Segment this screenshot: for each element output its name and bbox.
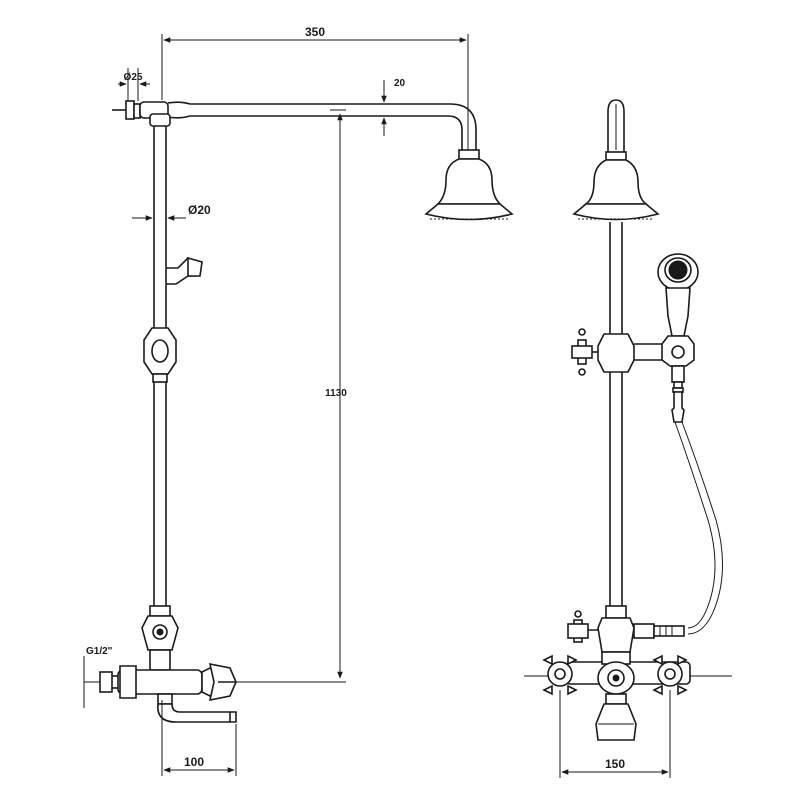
dimension-100: 100	[161, 700, 237, 776]
sliding-clamp	[143, 327, 177, 383]
dimension-350-label: 350	[305, 25, 325, 39]
dimension-1130: 1130	[236, 109, 347, 683]
hand-shower-holder-side	[166, 256, 203, 285]
dimension-1130-label: 1130	[325, 388, 347, 399]
dimension-20-label: 20	[394, 78, 406, 89]
hand-shower-front	[657, 253, 723, 635]
riser-pipe-front	[609, 222, 623, 608]
dimension-100-label: 100	[184, 755, 204, 769]
dimension-dia-20: Ø20	[132, 203, 211, 221]
shower-arm	[167, 101, 477, 152]
dimension-dia-25: Ø25	[118, 68, 150, 101]
dimension-20-offset: 20	[381, 78, 408, 136]
dimension-g12-label: G1/2"	[86, 646, 113, 657]
side-view: 350 Ø25 20 Ø20 1130	[83, 25, 514, 776]
left-cross-handle	[542, 654, 578, 696]
dimension-150: 150	[559, 690, 671, 778]
dimension-150-label: 150	[605, 757, 625, 771]
clamp-front	[571, 328, 670, 376]
dimension-dia-20-label: Ø20	[188, 203, 211, 217]
dimension-g12-thread: G1/2"	[83, 646, 113, 708]
right-cross-handle	[652, 654, 688, 696]
mixer-body-front	[524, 605, 732, 741]
dimension-350: 350	[161, 25, 469, 150]
shower-arm-front	[605, 99, 627, 161]
mixer-body-side	[84, 605, 237, 723]
front-view: 150	[524, 99, 732, 778]
shower-head-front	[572, 159, 660, 221]
dimension-dia-25-label: Ø25	[124, 72, 143, 83]
shower-head-side	[424, 149, 514, 221]
